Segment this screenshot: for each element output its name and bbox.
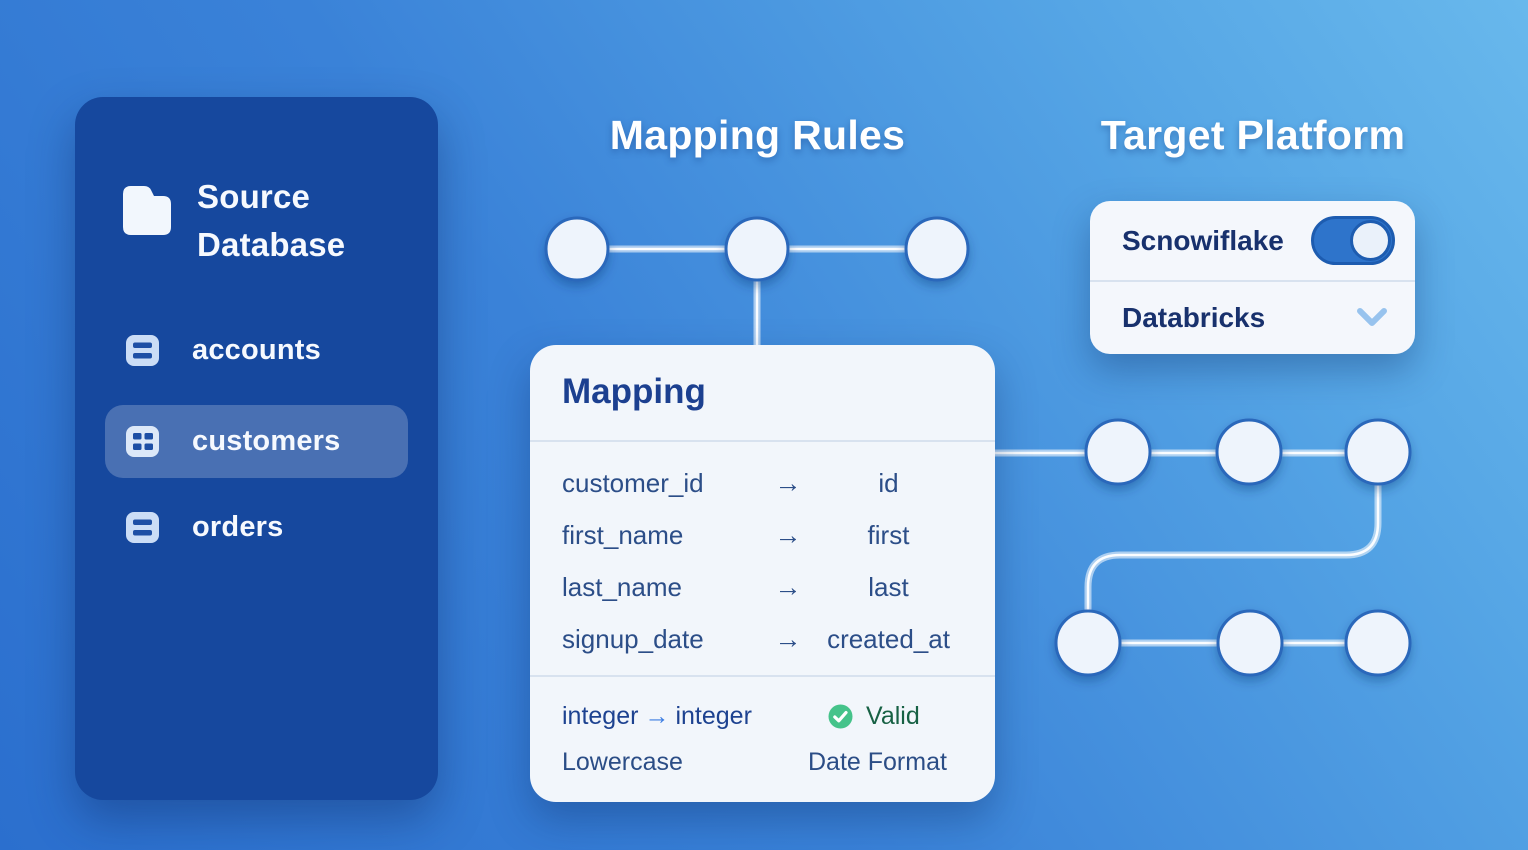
target-field: created_at <box>827 623 950 654</box>
mapping-card-footer: integer→integer Valid Lowercase Date For… <box>562 693 963 785</box>
target-option-databricks[interactable]: Databricks <box>1090 281 1415 354</box>
sidebar-item-label: accounts <box>192 334 321 366</box>
type-to: integer <box>675 701 752 730</box>
mapping-card-title: Mapping <box>562 372 706 411</box>
arrow-icon: → <box>774 623 802 654</box>
sidebar-item-label: customers <box>192 425 341 457</box>
sidebar-item-label: orders <box>192 511 284 543</box>
table-grid-icon <box>126 426 159 457</box>
mapping-rules-heading: Mapping Rules <box>609 112 906 158</box>
node <box>1084 418 1152 486</box>
mapping-row: first_name → first <box>562 509 963 561</box>
arrow-icon: → <box>644 701 670 730</box>
target-field: first <box>867 519 910 550</box>
table-rows-icon <box>126 335 159 366</box>
transform-date-format: Date Format <box>808 747 947 776</box>
footer-row: Lowercase Date Format <box>562 739 963 785</box>
target-option-snowflake[interactable]: Scnowiflake <box>1090 201 1415 280</box>
divider <box>530 675 995 677</box>
valid-label: Valid <box>866 701 920 730</box>
sidebar-header: Source Database <box>119 173 409 269</box>
node <box>1216 609 1284 677</box>
mapping-row: signup_date → created_at <box>562 613 963 665</box>
pipeline-nodes <box>544 216 1412 677</box>
arrow-icon: → <box>774 519 802 550</box>
toggle-knob <box>1350 220 1391 261</box>
target-field: id <box>878 467 899 498</box>
target-platform-heading: Target Platform <box>1100 112 1406 158</box>
node <box>1054 609 1122 677</box>
valid-status-badge: Valid <box>828 702 963 731</box>
source-field: first_name <box>562 519 684 550</box>
divider <box>530 440 995 442</box>
sidebar-item-accounts[interactable]: accounts <box>105 314 408 387</box>
node <box>1215 418 1283 486</box>
source-field: last_name <box>562 571 682 602</box>
target-platform-card: Scnowiflake Databricks <box>1090 201 1415 354</box>
arrow-icon: → <box>774 571 802 602</box>
source-field: customer_id <box>562 467 704 498</box>
type-mapping: integer→integer <box>562 702 808 731</box>
source-field: signup_date <box>562 623 704 654</box>
arrow-icon: → <box>774 467 802 498</box>
mapping-row: customer_id → id <box>562 457 963 509</box>
mapping-card: Mapping customer_id → id first_name → fi… <box>530 345 995 802</box>
target-option-label: Databricks <box>1122 301 1266 333</box>
toggle-on-icon[interactable] <box>1311 216 1395 265</box>
target-option-label: Scnowiflake <box>1122 224 1284 256</box>
node <box>1344 609 1412 677</box>
node <box>1344 418 1412 486</box>
table-rows-icon <box>126 512 159 543</box>
divider <box>1090 280 1415 282</box>
mapping-row: last_name → last <box>562 561 963 613</box>
transform-lowercase: Lowercase <box>562 747 683 776</box>
chevron-down-icon[interactable] <box>1357 308 1387 327</box>
type-from: integer <box>562 701 639 730</box>
sidebar-title: Source Database <box>197 178 346 263</box>
footer-row: integer→integer Valid <box>562 693 963 739</box>
node <box>544 216 610 282</box>
source-database-panel: Source Database accounts customers <box>75 97 438 800</box>
target-field: last <box>868 571 909 602</box>
check-circle-icon <box>828 704 853 728</box>
node <box>724 216 790 282</box>
node <box>904 216 970 282</box>
folder-icon <box>123 186 171 235</box>
sidebar-item-orders[interactable]: orders <box>105 491 408 564</box>
sidebar-item-customers[interactable]: customers <box>105 405 408 478</box>
mapping-rows: customer_id → id first_name → first last… <box>562 457 963 665</box>
